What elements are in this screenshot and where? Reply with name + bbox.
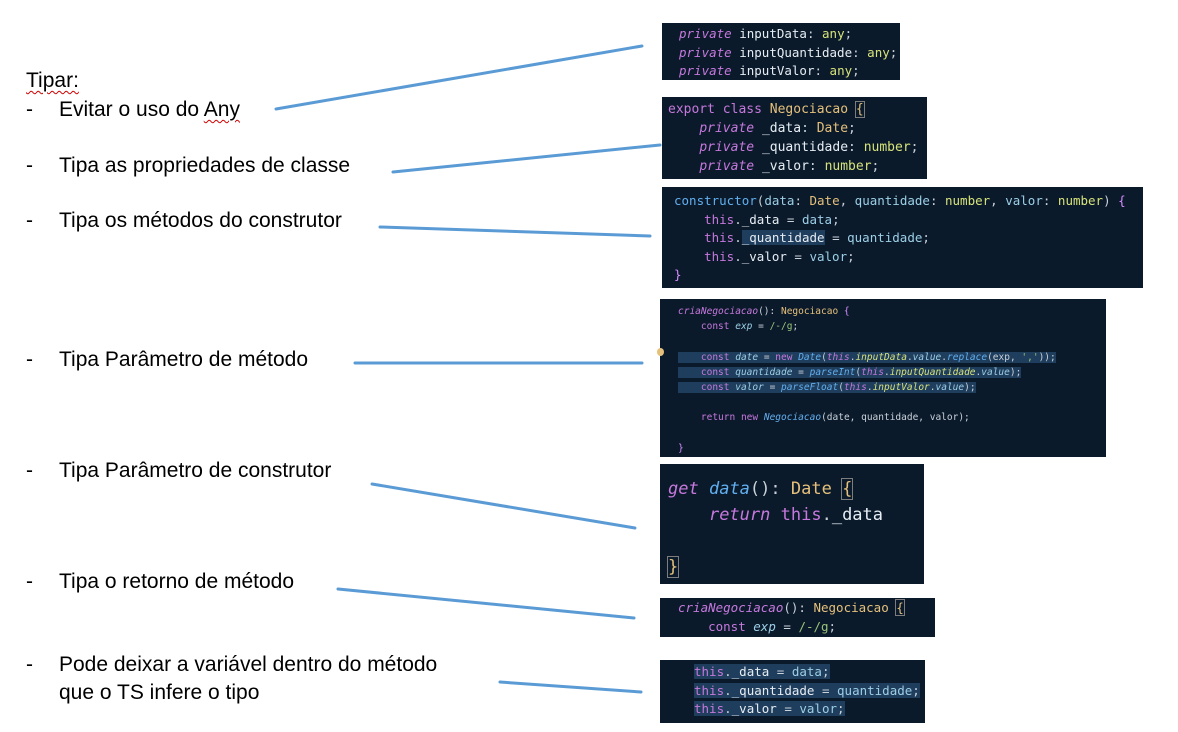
item-metodos-construtor: Tipa os métodos do construtor xyxy=(59,209,342,232)
code-snippet-getter: get data(): Date { return this._data } xyxy=(660,464,924,584)
item-parametro-construtor: Tipa Parâmetro de construtor xyxy=(59,459,332,482)
bullet-marker: - xyxy=(26,653,33,676)
lightbulb-icon xyxy=(657,348,664,356)
spellcheck-word: Any xyxy=(203,98,240,121)
bullet-marker: - xyxy=(26,459,33,482)
bullet-marker: - xyxy=(26,98,33,121)
code-snippet-class-props: export class Negociacao { private _data:… xyxy=(662,97,927,179)
item-evitar-any: Evitar o uso do Any xyxy=(59,97,240,123)
connector-5 xyxy=(370,482,637,530)
bullet-marker: - xyxy=(26,348,33,371)
item-parametro-metodo: Tipa Parâmetro de método xyxy=(59,348,309,371)
bullet-marker: - xyxy=(26,209,33,232)
item-inferencia-line1: Pode deixar a variável dentro do método xyxy=(59,653,438,676)
connector-7 xyxy=(498,680,643,694)
code-snippet-return-type: criaNegociacao(): Negociacao { const exp… xyxy=(660,598,935,637)
item-retorno-metodo: Tipa o retorno de método xyxy=(59,570,295,593)
item-inferencia-line2: que o TS infere o tipo xyxy=(59,681,260,704)
connector-2 xyxy=(391,143,662,174)
item-evitar-any-label: Evitar o uso do Any xyxy=(59,98,240,121)
code-snippet-any-fields: private inputData: any; private inputQua… xyxy=(662,23,900,80)
bullet-marker: - xyxy=(26,570,33,593)
code-snippet-constructor: constructor(data: Date, quantidade: numb… xyxy=(662,187,1143,288)
connector-3 xyxy=(378,225,652,238)
bullet-marker: - xyxy=(26,154,33,177)
connector-1 xyxy=(274,44,644,111)
item-propriedades: Tipa as propriedades de classe xyxy=(59,154,351,177)
code-snippet-inferred: this._data = data; this._quantidade = qu… xyxy=(660,660,925,723)
heading: Tipar: xyxy=(26,69,79,92)
connector-6 xyxy=(336,587,636,620)
code-snippet-method: criaNegociacao(): Negociacao { const exp… xyxy=(660,299,1106,457)
